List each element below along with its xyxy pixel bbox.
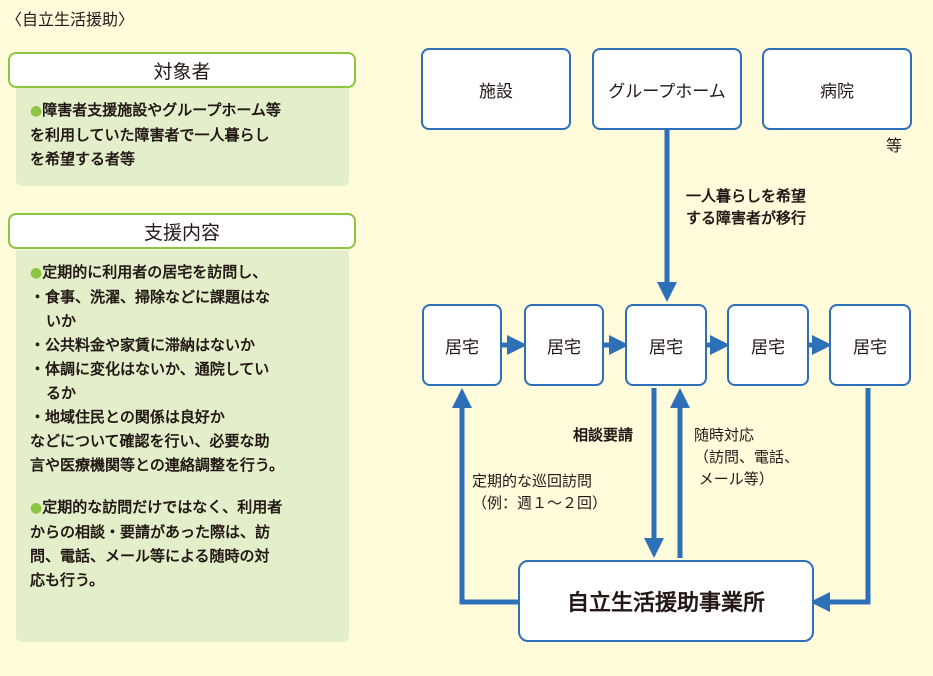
visit-arrow [452, 388, 520, 605]
support-panel-heading: 支援内容 [8, 213, 356, 249]
support-p2-line: からの相談・要請があった際は、訪 [30, 523, 271, 541]
support-item: ・公共料金や家賃に滞納はないか [30, 336, 256, 354]
support-item: ・地域住民との関係は良好か [30, 408, 225, 426]
support-item: ・食事、洗濯、掃除などに課題はな [30, 288, 271, 306]
bullet-icon: ● [30, 265, 43, 281]
support-tail-line: 言や医療機関等との連絡調整を行う。 [30, 456, 284, 474]
support-p2-line: 応も行う。 [30, 571, 105, 589]
support-p2-line: ●定期的な訪問だけではなく、利用者 [30, 498, 283, 516]
move-label: 一人暮らしを希望 する障害者が移行 [686, 187, 807, 227]
target-line-3: を希望する者等 [30, 150, 136, 168]
bullet-icon: ● [30, 103, 43, 119]
request-label: 相談要請 [573, 426, 634, 444]
target-panel-body: ●障害者支援施設やグループホーム等 を利用していた障害者で一人暮らし を希望する… [16, 88, 349, 186]
response-label: 随時対応 （訪問、電話、 メール等） [694, 426, 800, 488]
facility-box: 病院 [762, 48, 912, 130]
support-item: るか [46, 384, 77, 402]
home-box: 居宅 [829, 304, 911, 386]
right-home-arrow [810, 388, 871, 612]
facilities-suffix: 等 [886, 136, 903, 155]
support-item: いか [46, 312, 77, 330]
home-box: 居宅 [727, 304, 809, 386]
page-title: 〈自立生活援助〉 [6, 10, 135, 29]
visit-label: 定期的な巡回訪問 （例：週１～２回） [472, 472, 608, 512]
facility-box: 施設 [421, 48, 571, 130]
bullet-icon: ● [30, 500, 43, 516]
support-p2-line: 問、電話、メール等による随時の対 [30, 547, 270, 565]
support-item: ・体調に変化はないか、通院してい [30, 360, 270, 378]
facility-box: グループホーム [592, 48, 742, 130]
support-tail-line: などについて確認を行い、必要な助 [30, 432, 270, 450]
target-panel-heading: 対象者 [8, 52, 356, 88]
home-box: 居宅 [422, 304, 502, 386]
home-box: 居宅 [625, 304, 707, 386]
support-panel-body: ●定期的に利用者の居宅を訪問し、 ・食事、洗濯、掃除などに課題はな いか ・公共… [16, 250, 349, 642]
office-box: 自立生活援助事業所 [518, 560, 814, 642]
support-p1-lead: ●定期的に利用者の居宅を訪問し、 [30, 263, 268, 281]
target-line-1: ●障害者支援施設やグループホーム等 [30, 101, 281, 119]
home-box: 居宅 [524, 304, 604, 386]
target-line-2: を利用していた障害者で一人暮らし [30, 126, 270, 144]
